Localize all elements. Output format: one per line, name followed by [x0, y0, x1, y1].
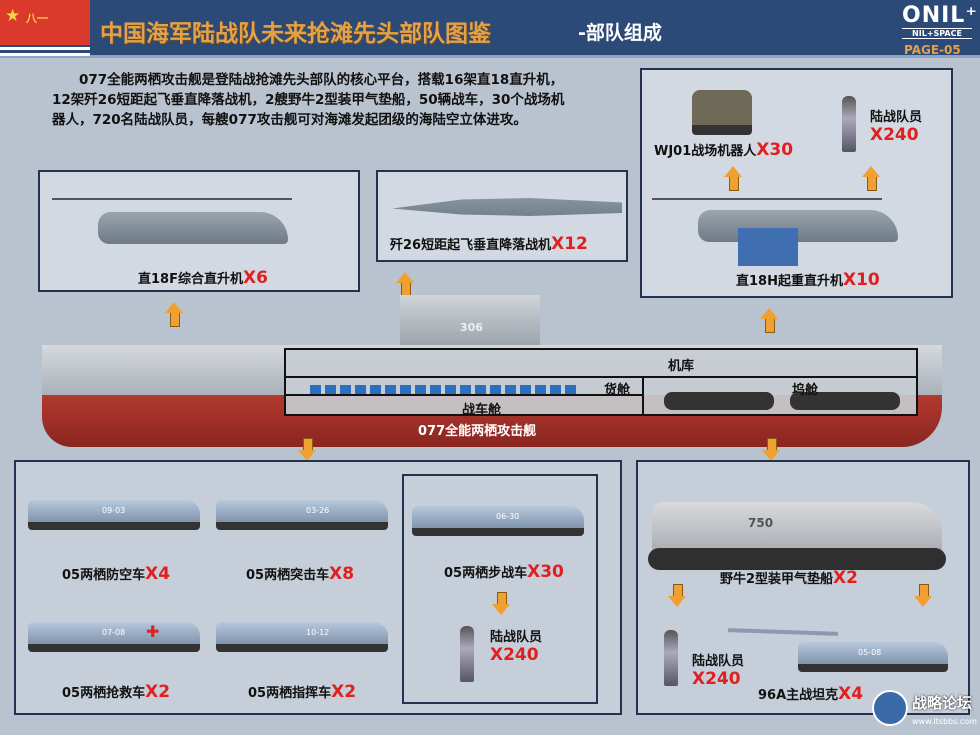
unit-caption: WJ01战场机器人X30: [654, 140, 794, 160]
red-cross-icon: ✚: [146, 622, 160, 641]
hovercraft-image: [790, 392, 900, 410]
ship-name: 077全能两栖攻击舰: [418, 424, 537, 439]
arrow-down-icon: [492, 592, 510, 616]
helicopter-image: [698, 210, 898, 242]
bayi-flag: ★ 八一: [0, 0, 90, 45]
arrow-up-icon: [165, 302, 183, 327]
arrow-up-icon: [862, 166, 880, 191]
vehicle-image: 03-26: [216, 500, 388, 530]
unit-caption: 野牛2型装甲气垫船X2: [720, 568, 858, 588]
arrow-down-icon: [914, 584, 932, 608]
star-icon: ★: [5, 6, 21, 26]
vehicle-image: 10-12: [216, 622, 388, 652]
soldier-image: [460, 626, 474, 682]
panel-z18f: 直18F综合直升机X6: [38, 170, 360, 292]
flag-stripe: [0, 53, 90, 56]
unit-caption: 05两栖突击车X8: [246, 564, 355, 584]
vehicle-deck: 战车舱: [284, 394, 644, 418]
unit-caption: 96A主战坦克X4: [758, 684, 864, 704]
vehicle-image: 06-30: [412, 506, 584, 536]
hangar-deck: 机库: [284, 348, 918, 378]
hovercraft-skirt: [648, 548, 946, 570]
rotor: [52, 198, 292, 200]
soldier-image: [842, 96, 856, 152]
nil-space-logo: ONIL⁺NIL+SPACE: [902, 3, 978, 39]
cargo-deck: 货舱: [284, 376, 644, 398]
arrow-up-icon: [396, 272, 414, 297]
unit-caption: 05两栖步战车X30: [444, 562, 564, 582]
container-cargo: [738, 228, 798, 266]
arrow-down-icon: [668, 584, 686, 608]
unit-caption: 直18F综合直升机X6: [138, 268, 268, 288]
arrow-up-icon: [760, 308, 778, 333]
arrow-down-icon: [762, 438, 780, 462]
page-subtitle: -部队组成: [578, 22, 662, 44]
unit-caption: 05两栖抢救车X2: [62, 682, 171, 702]
arrow-down-icon: [298, 438, 316, 462]
unit-caption: 直18H起重直升机X10: [736, 270, 880, 290]
rotor: [652, 198, 882, 200]
arrow-up-icon: [724, 166, 742, 191]
page-title: 中国海军陆战队未来抢滩先头部队图鉴: [100, 21, 491, 47]
well-deck: 坞舱: [642, 376, 918, 416]
robot-image: [692, 90, 752, 135]
flag-text: 八一: [26, 12, 48, 25]
soldier-image: [664, 630, 678, 686]
page-number: PAGE-05: [904, 43, 961, 57]
tank-gun: [727, 628, 839, 636]
hovercraft-image: [664, 392, 774, 410]
watermark-url: www.ltsbbs.com: [912, 717, 977, 726]
vehicle-image: 09-03: [28, 500, 200, 530]
flag-stripe: [0, 47, 90, 50]
panel-j26: 歼26短距起飞垂直降落战机X12: [376, 170, 628, 262]
unit-caption: 歼26短距起飞垂直降落战机X12: [390, 234, 588, 254]
intro-text: 077全能两栖攻击舰是登陆战抢滩先头部队的核心平台，搭载16架直18直升机，12…: [52, 72, 565, 128]
unit-caption: 05两栖指挥车X2: [248, 682, 357, 702]
tank-image: 05-08: [798, 642, 948, 672]
panel-vehicles: 09-03 05两栖防空车X4 03-26 05两栖突击车X8 07-08✚ 0…: [14, 460, 622, 715]
hovercraft-image: 750: [652, 502, 942, 552]
ship-island: 306: [400, 295, 540, 347]
watermark-text: 战略论坛: [912, 694, 973, 712]
helicopter-image: [98, 212, 288, 244]
vehicle-image: 07-08✚: [28, 622, 200, 652]
header-banner: [0, 0, 980, 58]
watermark-logo: [872, 690, 908, 726]
fighter-jet-image: [392, 198, 622, 216]
unit-caption: 05两栖防空车X4: [62, 564, 171, 584]
